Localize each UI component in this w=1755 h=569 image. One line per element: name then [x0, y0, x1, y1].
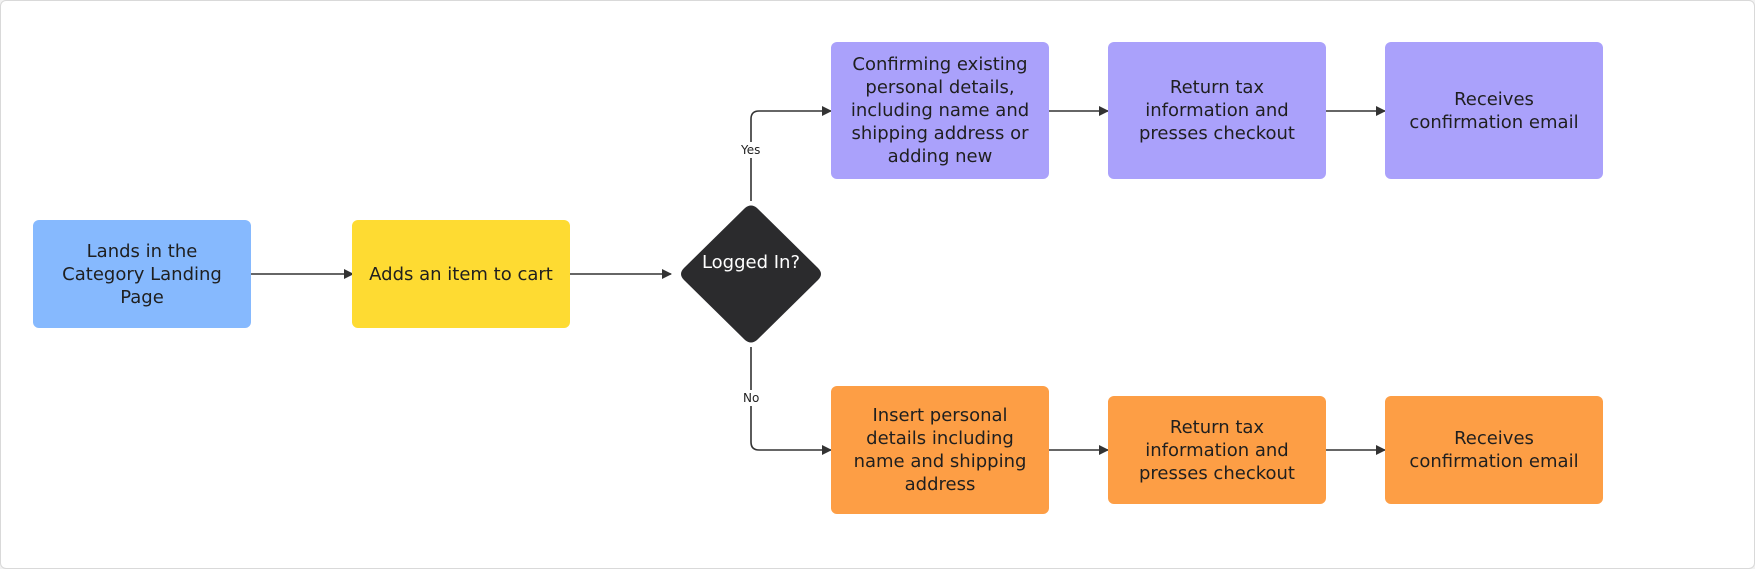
node-yes-confirm-details[interactable]: Confirming existing personal details, in… [831, 42, 1049, 179]
node-no-insert-details[interactable]: Insert personal details including name a… [831, 386, 1049, 514]
node-no-return-tax[interactable]: Return tax information and presses check… [1108, 396, 1326, 504]
node-label: Lands in the Category Landing Page [62, 240, 222, 308]
node-label: Confirming existing personal details, in… [850, 54, 1030, 167]
node-label: Receives confirmation email [1409, 428, 1579, 472]
node-add-to-cart[interactable]: Adds an item to cart [352, 220, 570, 328]
connector-decision-to-yes-branch [750, 106, 832, 201]
node-category-landing-page[interactable]: Lands in the Category Landing Page [33, 220, 251, 328]
node-yes-confirmation-email[interactable]: Receives confirmation email [1385, 42, 1603, 179]
edge-label-no: No [741, 390, 762, 406]
node-label: Adds an item to cart [369, 263, 553, 285]
decision-label: Logged In? [701, 252, 801, 273]
node-label: Receives confirmation email [1409, 88, 1579, 133]
decision-diamond[interactable] [676, 204, 826, 344]
node-no-confirmation-email[interactable]: Receives confirmation email [1385, 396, 1603, 504]
node-label: Insert personal details including name a… [853, 405, 1027, 495]
connector-decision-to-no-branch [750, 347, 832, 455]
node-label: Return tax information and presses check… [1139, 416, 1295, 484]
edge-label-yes: Yes [739, 142, 763, 158]
node-yes-return-tax[interactable]: Return tax information and presses check… [1108, 42, 1326, 179]
node-label: Return tax information and presses check… [1139, 77, 1295, 144]
